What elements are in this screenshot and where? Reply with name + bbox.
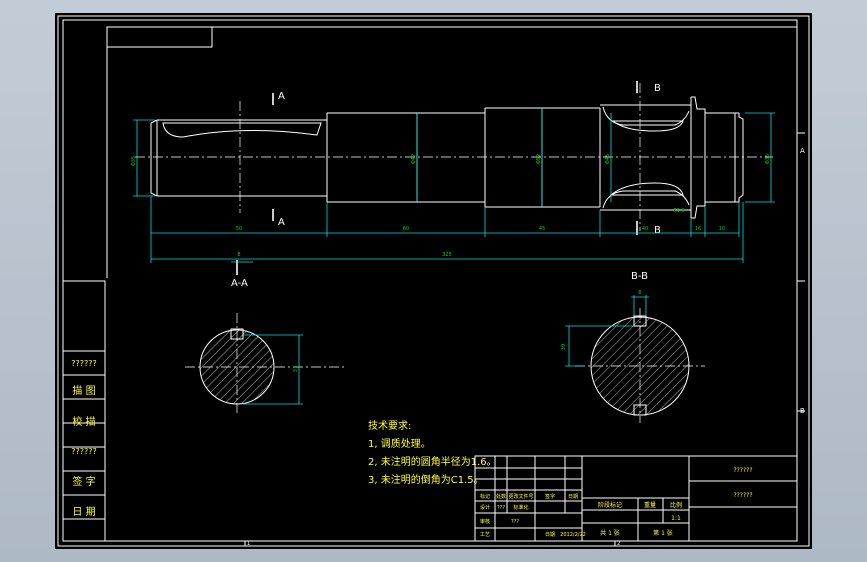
section-b-bottom-label: B bbox=[654, 225, 661, 236]
requirement-line-1: 1, 调质处理。 bbox=[368, 438, 431, 450]
requirement-line-2: 2, 未注明的圆角半径为1.6。 bbox=[368, 455, 497, 468]
left-cell-2: 描 图 bbox=[72, 384, 95, 397]
dim-len-third: 45 bbox=[539, 226, 545, 232]
scale-value: 1:1 bbox=[671, 515, 681, 522]
dim-total-left: 8 bbox=[237, 252, 240, 258]
requirement-line-3: 3, 未注明的倒角为C1.5。 bbox=[368, 473, 484, 486]
sign-date: 日期 bbox=[568, 494, 578, 500]
stage-label: 阶段标记 bbox=[598, 501, 622, 509]
left-cell-6: 日 期 bbox=[72, 506, 95, 518]
sheet-number: 第 1 张 bbox=[653, 529, 673, 537]
left-cell-5: 签 字 bbox=[72, 475, 95, 488]
section-aa-title: A-A bbox=[231, 278, 248, 289]
dim-key-width-bb: 8 bbox=[638, 290, 641, 296]
dim-key-depth-bb: 39 bbox=[561, 344, 567, 350]
technical-requirements: 技术要求: 1, 调质处理。 2, 未注明的圆角半径为1.6。 3, 未注明的倒… bbox=[368, 419, 497, 486]
border-marks: A B 1 2 bbox=[247, 147, 805, 547]
sheet-frames bbox=[57, 15, 810, 547]
dim-len-first: 50 bbox=[236, 226, 242, 232]
left-cell-4: ?????? bbox=[71, 447, 96, 456]
left-cell-3: 校 描 bbox=[72, 415, 95, 428]
dim-right-dia2: Φ35 bbox=[765, 154, 771, 164]
section-b-top-label: B bbox=[654, 83, 661, 94]
section-bb-title: B-B bbox=[631, 271, 648, 282]
sign-count: 处数 bbox=[496, 493, 506, 500]
dim-key-depth-aa: 31 bbox=[293, 366, 299, 372]
requirements-title: 技术要求: bbox=[368, 419, 411, 432]
date-label: 日期 bbox=[545, 532, 555, 538]
section-bb-view: B-B 39 8 bbox=[561, 271, 705, 423]
dim-len-second: 60 bbox=[403, 226, 409, 232]
dim-len-fourth: 40 bbox=[642, 226, 648, 232]
drawing-canvas: ?????? 描 图 校 描 ?????? 签 字 日 期 bbox=[57, 15, 810, 547]
section-aa-view: A-A 31 bbox=[185, 260, 345, 415]
drawing-sheet[interactable]: ?????? 描 图 校 描 ?????? 签 字 日 期 bbox=[55, 13, 812, 549]
title-name-cell-1: ?????? bbox=[733, 467, 752, 474]
dim-mid-dia2: Φ52 bbox=[536, 154, 542, 164]
dim-len-fifth: 16 bbox=[695, 226, 701, 232]
scale-label: 比例 bbox=[670, 501, 682, 509]
dim-len-sixth: 10 bbox=[719, 226, 725, 232]
dim-total-length: 325 bbox=[442, 252, 452, 258]
border-mark-a: A bbox=[800, 147, 805, 155]
process-label: 工艺 bbox=[480, 532, 490, 538]
shaft-main-view: A A B B bbox=[135, 81, 773, 236]
dim-right-dia1: Φ45 bbox=[605, 154, 611, 164]
border-mark-2: 2 bbox=[617, 541, 620, 547]
title-name-cell-2: ?????? bbox=[733, 492, 752, 499]
design-name: ??? bbox=[497, 505, 505, 511]
border-mark-1: 1 bbox=[247, 541, 250, 547]
sign-change-doc: 更改文件号 bbox=[508, 493, 533, 500]
title-block: ?????? ?????? 阶段标记 重量 比例 1:1 共 1 张 第 1 张… bbox=[474, 455, 798, 542]
left-cell-1: ?????? bbox=[71, 359, 96, 368]
standardization-label: 标准化 bbox=[513, 504, 528, 511]
review-label: 审核 bbox=[480, 518, 490, 525]
dimension-lines: Φ35 Φ42 Φ52 Φ45 Φ35 50 60 45 40 16 10 8 … bbox=[131, 108, 775, 263]
review-name: ??? bbox=[511, 519, 519, 525]
weight-label: 重量 bbox=[644, 501, 656, 509]
sheets-total: 共 1 张 bbox=[600, 529, 620, 537]
dim-left-dia: Φ35 bbox=[131, 156, 137, 166]
dim-mid-dia1: Φ42 bbox=[411, 154, 417, 164]
section-a-top-label: A bbox=[278, 91, 285, 102]
left-info-panel: ?????? 描 图 校 描 ?????? 签 字 日 期 bbox=[62, 280, 106, 542]
border-mark-b: B bbox=[800, 407, 805, 415]
sign-mark: 标记 bbox=[480, 493, 490, 500]
design-label: 设计 bbox=[480, 504, 490, 511]
section-a-bottom-label: A bbox=[278, 217, 285, 228]
date-value: 2012/2/22 bbox=[560, 532, 586, 538]
dim-radius-note: R1.6 bbox=[673, 208, 684, 214]
sign-signature: 签字 bbox=[545, 493, 555, 500]
